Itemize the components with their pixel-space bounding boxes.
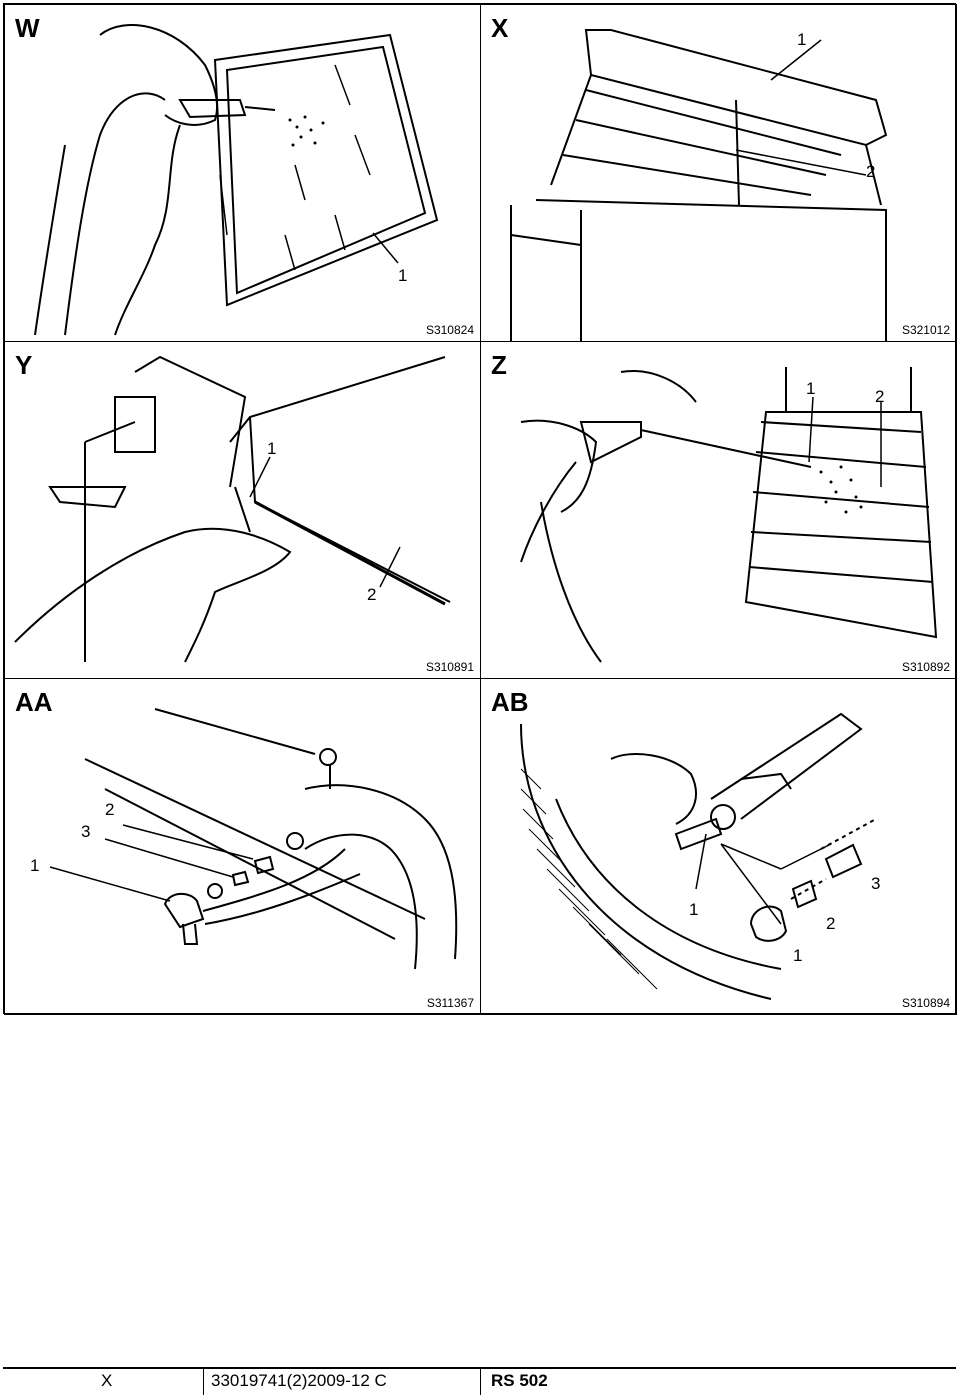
ref-code-ab: S310894 (901, 996, 950, 1010)
illustration-x: 1 2 (510, 29, 888, 341)
panel-letter-y: Y (15, 350, 33, 380)
callout-z-1: 1 (806, 379, 815, 398)
callout-x-1: 1 (797, 30, 806, 49)
footer-section: X (101, 1371, 113, 1390)
callout-ab-1a: 1 (689, 900, 698, 919)
document-footer: X 33019741(2)2009-12 C RS 502 (3, 1367, 956, 1395)
illustration-z: 1 2 (520, 367, 938, 663)
panel-y: 1 2 Y S310891 (4, 341, 481, 679)
callout-ab-1b: 1 (793, 946, 802, 965)
panel-ab: 3 1 2 1 AB S310894 (480, 678, 957, 1015)
panel-letter-aa: AA (15, 687, 53, 717)
panel-letter-z: Z (491, 350, 507, 380)
panel-letter-w: W (15, 13, 40, 43)
ref-code-aa: S311367 (426, 996, 474, 1010)
footer-model: RS 502 (491, 1371, 548, 1390)
ref-code-x: S321012 (901, 323, 950, 337)
callout-y-1: 1 (267, 439, 276, 458)
panel-aa: 2 3 1 AA S311367 (4, 678, 481, 1015)
footer-divider (203, 1369, 204, 1395)
panel-x: 1 2 X S321012 (480, 4, 957, 342)
panel-w: 1 W S310824 (4, 4, 481, 342)
callout-aa-2: 2 (105, 800, 114, 819)
panel-letter-ab: AB (491, 687, 529, 717)
callout-w-1: 1 (398, 266, 407, 285)
ref-code-z: S310892 (901, 660, 950, 674)
footer-divider (480, 1369, 481, 1395)
illustration-grid: 1 W S310824 1 2 (3, 3, 957, 1015)
callout-y-2: 2 (367, 585, 376, 604)
panel-letter-x: X (491, 13, 509, 43)
ref-code-y: S310891 (425, 660, 474, 674)
illustration-y: 1 2 (14, 355, 451, 663)
ref-code-w: S310824 (425, 323, 474, 337)
callout-x-2: 2 (866, 162, 875, 181)
callout-aa-3: 3 (81, 822, 90, 841)
callout-aa-1: 1 (30, 856, 39, 875)
illustration-w: 1 (34, 24, 439, 336)
callout-ab-2: 2 (826, 914, 835, 933)
illustration-aa: 2 3 1 (30, 708, 458, 970)
callout-ab-3: 3 (871, 874, 880, 893)
panel-z: 1 2 Z S310892 (480, 341, 957, 679)
illustration-ab: 3 1 2 1 (520, 712, 880, 1000)
footer-doc-number: 33019741(2)2009-12 C (211, 1371, 387, 1390)
callout-z-2: 2 (875, 387, 884, 406)
